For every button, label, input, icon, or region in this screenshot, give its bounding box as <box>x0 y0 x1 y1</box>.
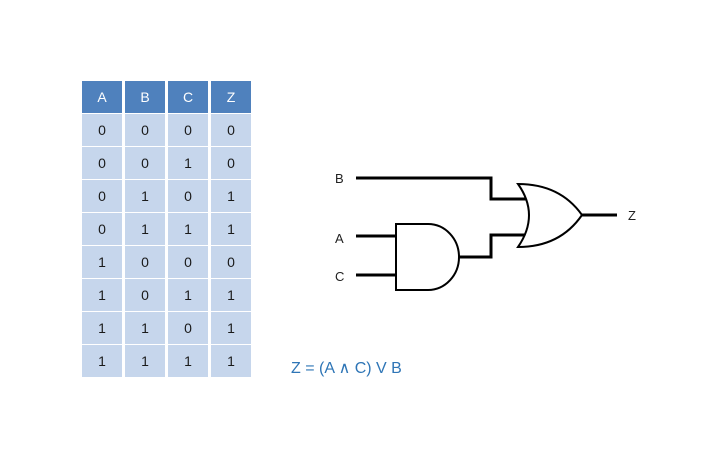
table-cell: 1 <box>211 213 251 245</box>
table-row: 1 0 1 1 <box>82 279 251 311</box>
table-cell: 1 <box>211 180 251 212</box>
table-cell: 1 <box>168 147 208 179</box>
table-cell: 0 <box>125 279 165 311</box>
truth-table-header-row: A B C Z <box>82 81 251 113</box>
table-cell: 0 <box>211 246 251 278</box>
header-cell-c: C <box>168 81 208 113</box>
input-label-b: B <box>335 171 344 186</box>
table-cell: 1 <box>211 345 251 377</box>
table-cell: 1 <box>125 180 165 212</box>
table-cell: 0 <box>125 114 165 146</box>
table-cell: 1 <box>125 213 165 245</box>
table-cell: 0 <box>82 213 122 245</box>
table-cell: 0 <box>168 180 208 212</box>
header-cell-z: Z <box>211 81 251 113</box>
table-cell: 0 <box>211 114 251 146</box>
table-cell: 1 <box>82 246 122 278</box>
table-cell: 1 <box>125 345 165 377</box>
input-label-c: C <box>335 269 345 284</box>
wire-and-to-or <box>458 233 528 259</box>
truth-table: A B C Z 0 0 0 0 0 0 1 0 0 1 0 <box>79 80 254 378</box>
table-row: 1 1 0 1 <box>82 312 251 344</box>
table-row: 1 0 0 0 <box>82 246 251 278</box>
table-cell: 1 <box>168 345 208 377</box>
or-gate <box>516 182 584 249</box>
header-cell-a: A <box>82 81 122 113</box>
table-cell: 0 <box>125 147 165 179</box>
header-cell-b: B <box>125 81 165 113</box>
table-cell: 0 <box>168 312 208 344</box>
output-label-z: Z <box>628 208 636 223</box>
table-cell: 0 <box>211 147 251 179</box>
table-row: 0 1 0 1 <box>82 180 251 212</box>
table-cell: 1 <box>82 312 122 344</box>
table-row: 0 0 0 0 <box>82 114 251 146</box>
table-row: 1 1 1 1 <box>82 345 251 377</box>
table-cell: 1 <box>82 345 122 377</box>
boolean-formula: Z = (A ∧ C) V B <box>291 360 402 377</box>
table-cell: 0 <box>82 147 122 179</box>
table-cell: 0 <box>168 114 208 146</box>
table-cell: 1 <box>211 279 251 311</box>
input-label-a: A <box>335 231 344 246</box>
table-cell: 0 <box>125 246 165 278</box>
table-cell: 1 <box>125 312 165 344</box>
table-cell: 1 <box>211 312 251 344</box>
table-row: 0 0 1 0 <box>82 147 251 179</box>
and-gate <box>395 223 460 291</box>
table-cell: 0 <box>168 246 208 278</box>
table-row: 0 1 1 1 <box>82 213 251 245</box>
table-cell: 1 <box>82 279 122 311</box>
table-cell: 0 <box>82 180 122 212</box>
table-cell: 0 <box>82 114 122 146</box>
table-cell: 1 <box>168 213 208 245</box>
wire-b <box>356 176 528 201</box>
table-cell: 1 <box>168 279 208 311</box>
